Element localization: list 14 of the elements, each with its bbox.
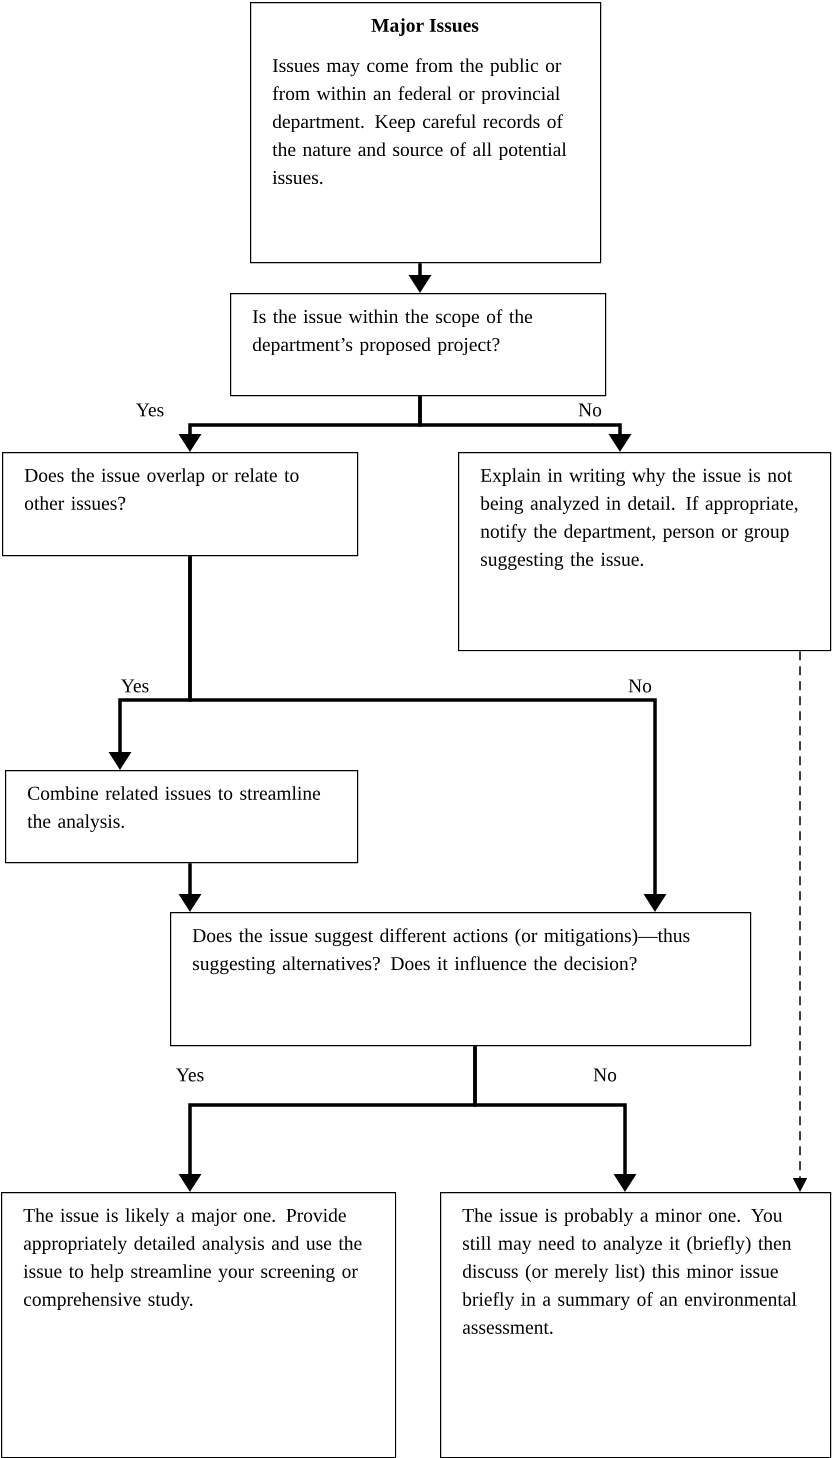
process-box: Is the issue within the scope of the department’s proposed project? xyxy=(230,293,607,397)
edge-label: Yes xyxy=(174,1067,206,1083)
edge-label: No xyxy=(577,402,603,418)
process-box: Explain in writing why the issue is not being analyzed in detail. If appropriate, notify the department, person or group suggesting the issue. xyxy=(458,452,832,652)
edge-label: No xyxy=(627,678,653,694)
process-box: Major Issues Issues may come from the public or from within an federal or provincial department. Keep careful records of the nature and source of all potential issues. xyxy=(250,2,602,264)
process-box: The issue is likely a major one. Provide appropriately detailed analysis and use the issue to help streamline your screening or comprehensive study. xyxy=(1,1192,397,1458)
edge-label: Yes xyxy=(134,402,166,418)
edge-label: Yes xyxy=(119,678,151,694)
edge-label: No xyxy=(592,1067,618,1083)
process-box: Does the issue suggest different actions (or mitigations)—thus suggesting alternatives? Does it influence the decision? xyxy=(170,912,752,1047)
process-box: The issue is probably a minor one. You still may need to analyze it (briefly) then discuss (or merely list) this minor issue briefly in a summary of an environmental assessment. xyxy=(440,1192,832,1458)
process-box: Does the issue overlap or relate to other issues? xyxy=(2,452,359,557)
process-box: Combine related issues to streamline the analysis. xyxy=(5,770,359,864)
